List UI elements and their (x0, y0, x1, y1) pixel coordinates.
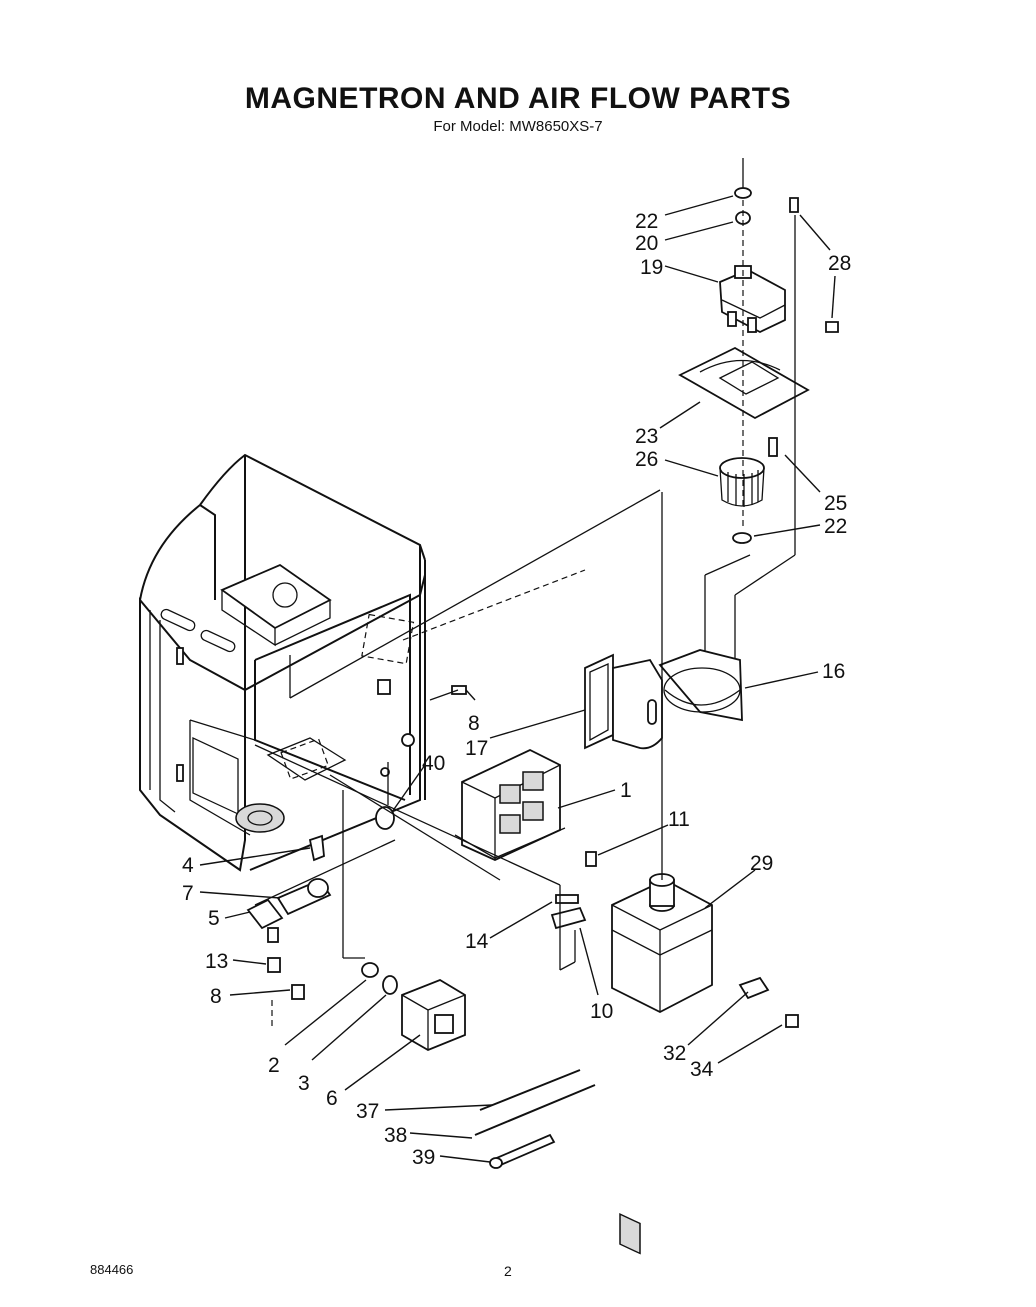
washer-3 (382, 975, 398, 995)
nut-2 (361, 962, 379, 978)
callout-40: 40 (422, 752, 445, 775)
part-13 (267, 957, 281, 973)
callout-10: 10 (590, 1000, 613, 1023)
callout-37: 37 (356, 1100, 379, 1123)
model-subtitle: For Model: MW8650XS-7 (433, 118, 603, 135)
washer-22-top (734, 187, 752, 199)
screw-8-upper (451, 685, 467, 695)
callout-17: 17 (465, 737, 488, 760)
callout-19: 19 (640, 256, 663, 279)
callout-28: 28 (828, 252, 851, 275)
screw-28-bottom (825, 321, 839, 333)
callout-2: 2 (268, 1054, 280, 1077)
assembly-guide-lines (254, 489, 661, 1030)
callout-11: 11 (668, 808, 690, 831)
callout-4: 4 (182, 854, 194, 877)
air-duct-assembly (584, 649, 743, 750)
callout-6: 6 (326, 1087, 338, 1110)
screw-34 (785, 1014, 799, 1028)
transformer-1 (454, 748, 566, 861)
wire-38 (474, 1084, 596, 1136)
callout-8-lower: 8 (210, 985, 222, 1008)
callout-3: 3 (298, 1072, 310, 1095)
screw-8-lower (291, 984, 305, 1000)
bracket-10 (550, 906, 587, 930)
nut-5 (267, 927, 279, 943)
callout-26: 26 (635, 448, 658, 471)
callout-29: 29 (750, 852, 773, 875)
callout-32: 32 (663, 1042, 686, 1065)
callout-34: 34 (690, 1058, 714, 1081)
bracket-5 (246, 898, 284, 930)
screw-25 (768, 437, 778, 457)
callout-8-upper: 8 (468, 712, 480, 735)
bracket-6 (401, 978, 466, 1051)
callout-38: 38 (384, 1124, 407, 1147)
oven-chassis (139, 453, 426, 872)
callout-22-bottom: 22 (824, 515, 847, 538)
page-number: 2 (504, 1263, 512, 1279)
callout-7: 7 (182, 882, 194, 905)
duct-gasket-17 (584, 653, 614, 750)
callout-20: 20 (635, 232, 658, 255)
fan-bracket-23 (678, 346, 810, 420)
callout-1: 1 (620, 779, 632, 802)
callout-22-top: 22 (635, 210, 658, 233)
callout-39: 39 (412, 1146, 435, 1169)
vent-grille (192, 737, 239, 815)
magnetron-29 (611, 492, 713, 1255)
screw-4 (308, 834, 325, 862)
page-title: MAGNETRON AND AIR FLOW PARTS (244, 82, 792, 115)
callout-5: 5 (208, 907, 220, 930)
callout-23: 23 (635, 425, 658, 448)
wire-37 (479, 1069, 581, 1111)
callout-25: 25 (824, 492, 847, 515)
screw-28-top (789, 197, 799, 213)
callout-14: 14 (465, 930, 489, 953)
callout-16: 16 (822, 660, 845, 683)
screw-11 (585, 851, 597, 867)
stud-40 (375, 806, 395, 830)
document-code: 884466 (90, 1262, 134, 1277)
washer-22-bottom (732, 532, 752, 544)
part-14 (555, 894, 579, 904)
leader-arrows (199, 195, 836, 1163)
fan-motor-assembly (678, 158, 839, 665)
callout-13: 13 (205, 950, 228, 973)
duct-16 (658, 649, 743, 722)
callout-labels: 22 20 19 28 23 26 25 22 16 8 17 1 40 11 … (182, 210, 851, 1169)
